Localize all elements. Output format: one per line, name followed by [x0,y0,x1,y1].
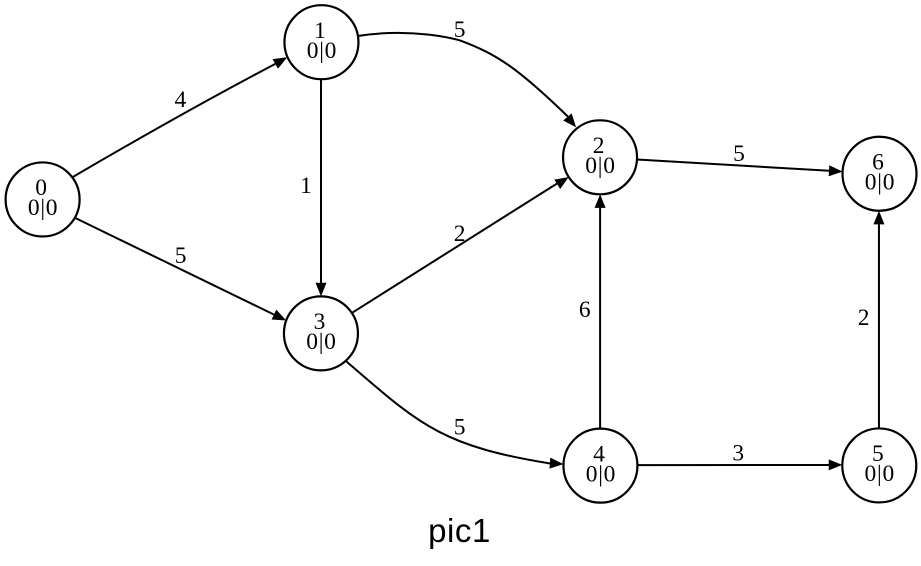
svg-text:3: 3 [732,441,744,467]
svg-text:2: 2 [454,221,466,247]
svg-text:5: 5 [454,415,466,441]
svg-text:0|0: 0|0 [28,195,58,221]
svg-text:2: 2 [858,305,870,331]
svg-text:5: 5 [175,243,187,269]
svg-text:1: 1 [300,173,312,199]
svg-text:6: 6 [579,297,591,323]
svg-text:0|0: 0|0 [865,461,895,487]
svg-text:0|0: 0|0 [307,38,337,64]
svg-text:0|0: 0|0 [586,461,616,487]
svg-text:pic1: pic1 [428,512,491,549]
svg-text:5: 5 [454,17,466,43]
svg-text:0|0: 0|0 [306,329,336,355]
svg-text:0|0: 0|0 [865,169,895,195]
svg-text:5: 5 [733,141,745,167]
svg-text:4: 4 [175,87,187,113]
svg-text:0|0: 0|0 [585,153,615,179]
